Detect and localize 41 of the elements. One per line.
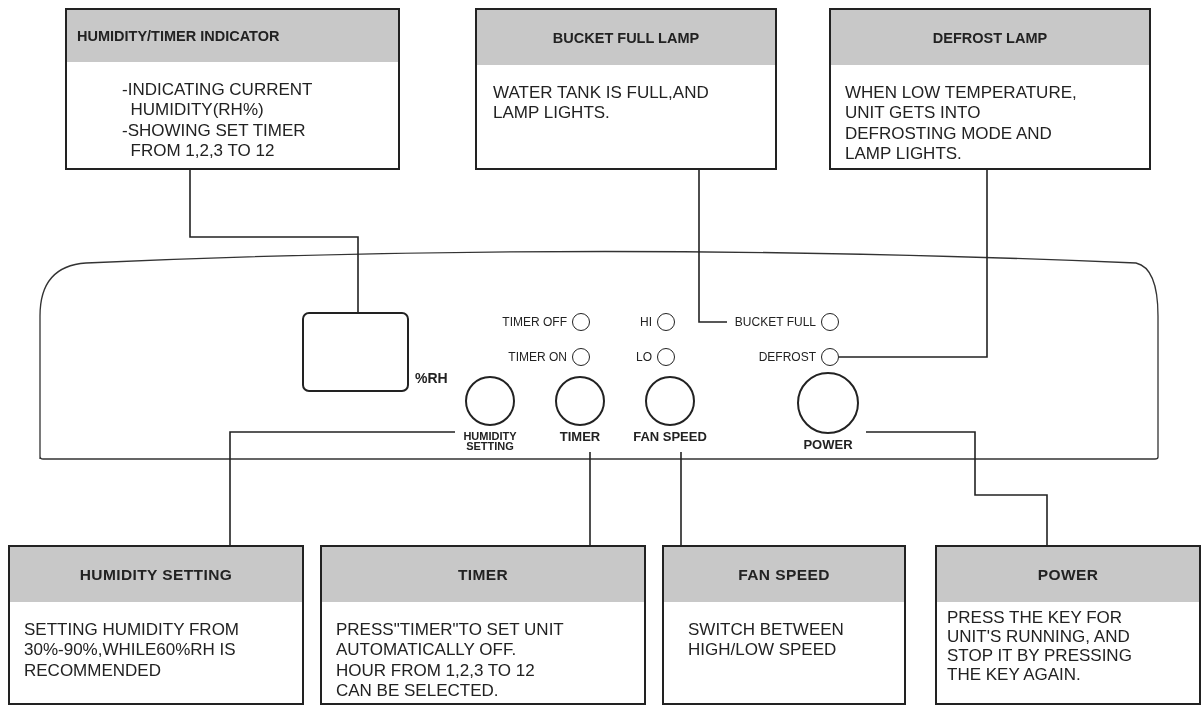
lamp-label: LO xyxy=(636,350,652,364)
callout-box xyxy=(662,545,906,705)
leader-line xyxy=(865,431,1048,546)
callout-box xyxy=(8,545,304,705)
callout-heading: HUMIDITY SETTING xyxy=(79,565,233,584)
leader-line xyxy=(189,169,359,313)
unit-label: %RH xyxy=(415,370,448,386)
callout-text: SWITCH BETWEEN HIGH/LOW SPEED xyxy=(688,620,845,661)
lamp-label: TIMER OFF xyxy=(502,315,567,329)
display-window xyxy=(302,312,409,392)
lamp-label: BUCKET FULL xyxy=(734,315,816,329)
callout-box xyxy=(829,8,1151,170)
callout-box xyxy=(65,8,400,170)
lamp-label: TIMER ON xyxy=(508,350,567,364)
leader-line xyxy=(229,431,456,546)
button-label: HUMIDITY SETTING xyxy=(462,431,518,452)
callout-heading: TIMER xyxy=(457,565,509,584)
button-label: POWER xyxy=(803,439,853,452)
button-label: FAN SPEED xyxy=(633,431,707,444)
callout-text: PRESS"TIMER"TO SET UNIT AUTOMATICALLY OFF. HOUR FROM 1,2,3 TO 12 CAN BE SELECTED. xyxy=(336,620,564,702)
callout-heading: BUCKET FULL LAMP xyxy=(552,29,700,46)
callout-heading: DEFROST LAMP xyxy=(932,29,1048,46)
callout-text: WATER TANK IS FULL,AND LAMP LIGHTS. xyxy=(493,83,710,124)
callout-text: -INDICATING CURRENT HUMIDITY(RH%) xyxy=(122,80,314,121)
callout-heading: HUMIDITY/TIMER INDICATOR xyxy=(77,28,280,44)
lamp-label: HI xyxy=(640,315,652,329)
callout-heading: FAN SPEED xyxy=(738,565,830,584)
callout-text: SETTING HUMIDITY FROM 30%-90%,WHILE60%RH IS RECOMMENDED xyxy=(24,620,240,682)
button-label: TIMER xyxy=(559,431,601,444)
leader-line xyxy=(698,169,728,323)
leader-line xyxy=(589,451,591,546)
callout-text: -SHOWING SET TIMER FROM 1,2,3 TO 12 xyxy=(122,120,307,162)
callout-box xyxy=(320,545,646,705)
lamp-label: DEFROST xyxy=(758,350,816,364)
callout-heading: POWER xyxy=(1037,565,1099,584)
callout-text: PRESS THE KEY FOR UNIT'S RUNNING, AND STOP IT BY PRESSING THE KEY AGAIN. xyxy=(947,608,1133,685)
callout-box xyxy=(935,545,1201,705)
callout-box xyxy=(475,8,777,170)
leader-line xyxy=(838,169,988,358)
callout-text: WHEN LOW TEMPERATURE, UNIT GETS INTO DEFROSTING MODE AND LAMP LIGHTS. xyxy=(845,83,1078,165)
leader-line xyxy=(680,451,682,546)
